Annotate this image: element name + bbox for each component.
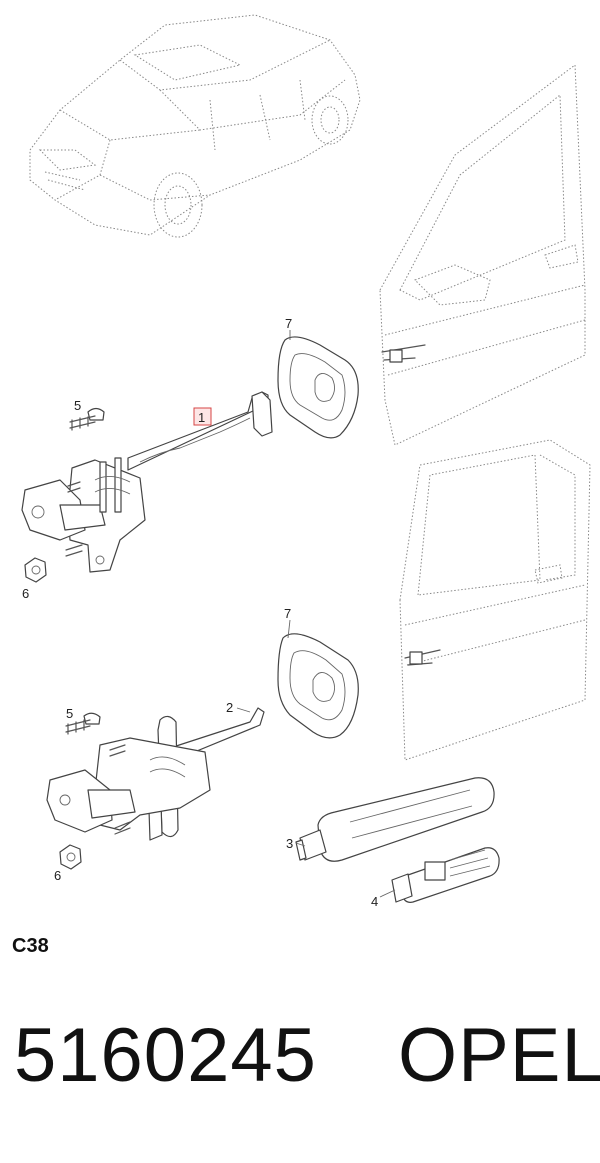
callout-6-upper[interactable]: 6 <box>22 586 29 601</box>
nut-upper-6 <box>24 557 47 583</box>
callout-1[interactable]: 1 <box>198 410 205 425</box>
callout-6-lower[interactable]: 6 <box>54 868 61 883</box>
callout-2[interactable]: 2 <box>226 700 233 715</box>
diagram-code: C38 <box>12 935 49 957</box>
grease-tube-large <box>295 777 495 862</box>
callout-7-lower[interactable]: 7 <box>284 606 291 621</box>
highlight-box-part-1 <box>193 407 212 426</box>
sealant-tube-small <box>391 847 500 903</box>
door-hinge-detail-rear <box>404 649 441 666</box>
rear-door-illustration <box>399 439 591 761</box>
callout-5-lower[interactable]: 5 <box>66 706 73 721</box>
bolt-lower-5 <box>65 712 131 835</box>
grommet-seal-upper <box>277 336 359 439</box>
car-illustration <box>29 14 361 238</box>
front-door-check-strap <box>127 391 273 471</box>
leader-lines <box>236 330 396 898</box>
nut-lower-6 <box>59 844 82 870</box>
door-hinge-detail-front <box>381 344 426 363</box>
grommet-seal-lower <box>277 633 359 739</box>
callout-3[interactable]: 3 <box>286 836 293 851</box>
callout-7-upper[interactable]: 7 <box>285 316 292 331</box>
bolt-upper-5 <box>65 407 105 557</box>
brand-name: OPEL <box>398 1013 600 1098</box>
callout-5-upper[interactable]: 5 <box>74 398 81 413</box>
part-number: 5160245 <box>14 1013 317 1098</box>
callout-4[interactable]: 4 <box>371 894 378 909</box>
front-hinge-bracket <box>21 457 146 573</box>
rear-hinge-bracket <box>46 737 211 833</box>
front-door-illustration <box>379 64 586 446</box>
